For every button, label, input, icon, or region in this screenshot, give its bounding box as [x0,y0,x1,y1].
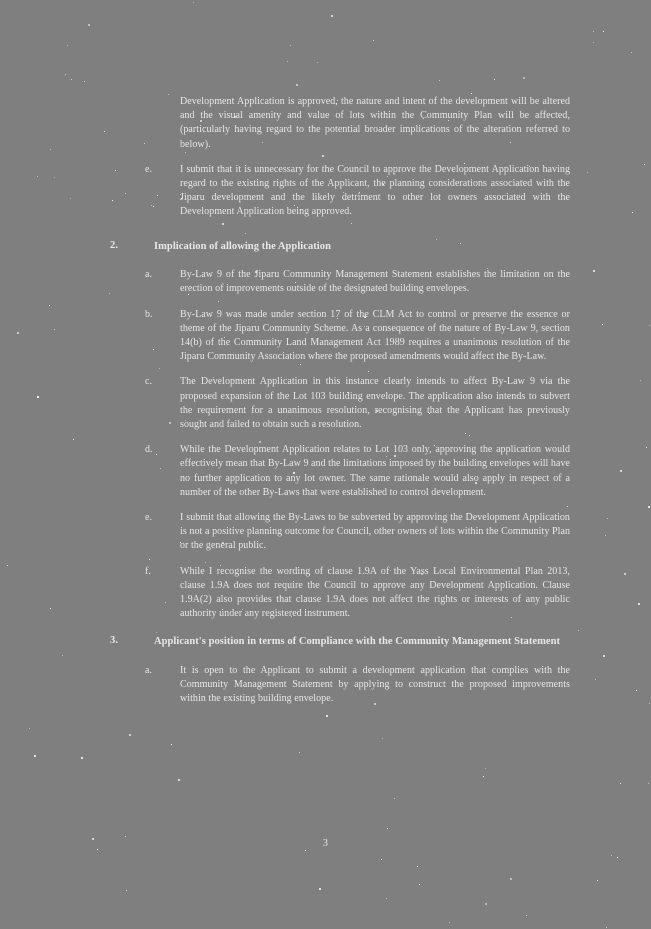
list-item-body: By-Law 9 was made under section 17 of th… [180,308,651,365]
section-heading-body: Applicant's position in terms of Complia… [154,635,651,650]
list-item-body: I submit that allowing the By-Laws to be… [180,511,651,554]
list-item-body: It is open to the Applicant to submit a … [180,664,651,707]
section-marker: 3. [110,635,119,647]
opening-continuation-paragraph: Development Application is approved, the… [0,0,651,152]
list-item-text: It is open to the Applicant to submit a … [180,664,570,705]
section-heading-text: Applicant's position in terms of Complia… [154,636,561,648]
list-marker: e. [145,511,152,523]
section-heading-body: Implication of allowing the Application [154,240,651,255]
list-item-opening-e: e. I submit that it is unnecessary for t… [0,163,651,220]
list-item: a. It is open to the Applicant to submit… [0,664,651,707]
list-item-text: While the Development Application relate… [180,444,570,498]
section-marker: 2. [110,239,119,251]
section-heading-3: 3. Applicant's position in terms of Comp… [0,635,651,650]
list-item-body: While the Development Application relate… [180,443,651,500]
list-marker: d. [145,444,153,456]
list-item-text: The Development Application in this inst… [180,376,570,430]
section-heading-text: Implication of allowing the Application [154,240,331,252]
list-marker: a. [145,269,152,281]
list-item-text: I submit that allowing the By-Laws to be… [180,511,570,552]
list-marker: e. [145,163,152,175]
page-number: 3 [322,838,329,849]
list-item: b. By-Law 9 was made under section 17 of… [0,308,651,365]
opening-paragraph-text: Development Application is approved, the… [180,96,570,150]
list-marker: a. [145,664,152,676]
list-item: d. While the Development Application rel… [0,443,651,500]
list-item-body: By-Law 9 of the Jiparu Community Managem… [180,268,651,296]
list-item-text: By-Law 9 of the Jiparu Community Managem… [180,269,570,295]
list-item-body: The Development Application in this inst… [180,375,651,432]
list-item-body: While I recognise the wording of clause … [180,565,651,622]
list-item-text: I submit that it is unnecessary for the … [180,163,570,218]
section-heading-2: 2. Implication of allowing the Applicati… [0,240,651,255]
list-item: f. While I recognise the wording of clau… [0,565,651,622]
list-item-body: I submit that it is unnecessary for the … [180,163,651,220]
list-item: a. By-Law 9 of the Jiparu Community Mana… [0,268,651,296]
list-item: c. The Development Application in this i… [0,375,651,432]
list-item-text: While I recognise the wording of clause … [180,565,570,620]
list-marker: b. [145,308,153,320]
list-marker: f. [145,565,151,577]
list-item: e. I submit that allowing the By-Laws to… [0,511,651,554]
list-item-text: By-Law 9 was made under section 17 of th… [180,308,570,363]
document-body: Development Application is approved, the… [0,0,651,707]
list-marker: c. [145,376,152,388]
